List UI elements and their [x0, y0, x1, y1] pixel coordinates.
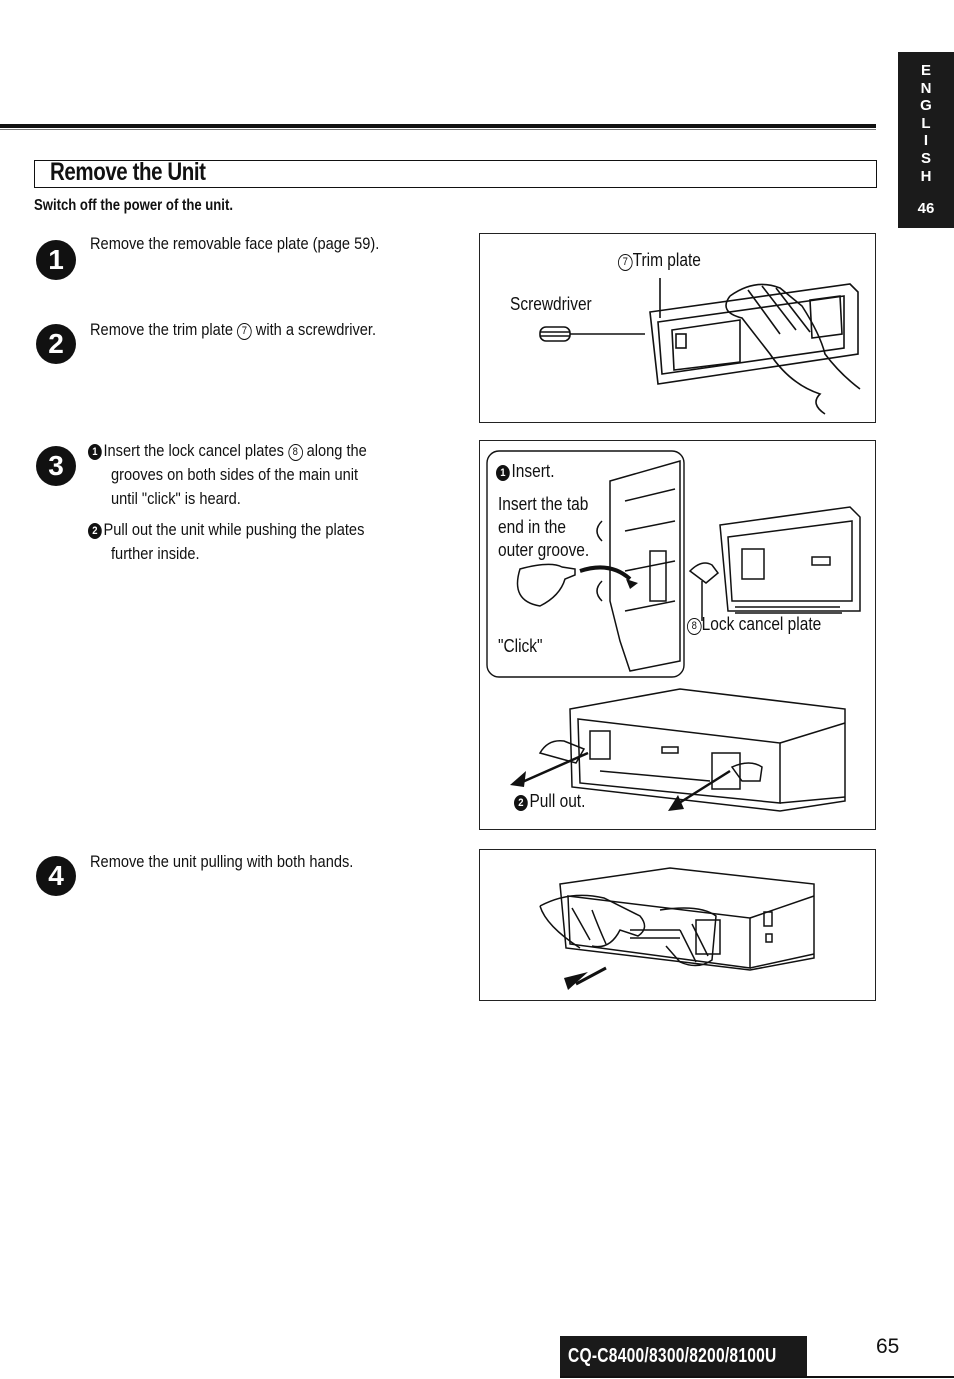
model-number: CQ-C8400/8300/8200/8100U: [568, 1345, 777, 1367]
bullet-1-fig-icon: 1: [496, 465, 510, 481]
bullet-1-icon: 1: [88, 444, 102, 460]
page-title: Remove the Unit: [50, 158, 206, 186]
top-rule: [0, 124, 876, 128]
step-2-text: Remove the trim plate 7 with a screwdriv…: [90, 320, 377, 340]
screwdriver-label: Screwdriver: [510, 294, 592, 314]
step-3b-line2: further inside.: [111, 544, 200, 563]
step-4-text: Remove the unit pulling with both hands.: [90, 852, 354, 871]
ref-8-label-icon: 8: [687, 618, 702, 635]
step-number-3: 3: [36, 446, 76, 486]
model-bar: [560, 1336, 807, 1376]
language-tab-letters: E N G L I S H: [920, 62, 932, 185]
language-tab-page: 46: [917, 200, 935, 217]
subheading: Switch off the power of the unit.: [34, 197, 233, 214]
bullet-2-fig-icon: 2: [514, 795, 528, 811]
bottom-rule: [560, 1376, 954, 1378]
trim-plate-illustration: [539, 278, 861, 415]
title-box: [34, 160, 877, 188]
step-number-4: 4: [36, 856, 76, 896]
lock-cancel-illustration: [486, 450, 861, 812]
language-tab: E N G L I S H 46: [898, 52, 954, 228]
ref-7-label-icon: 7: [618, 254, 633, 271]
insert-note-line3: outer groove.: [498, 540, 590, 560]
ref-8-icon: 8: [287, 444, 303, 461]
figure-remove-unit: [479, 849, 876, 1001]
step-number-2: 2: [36, 324, 76, 364]
bullet-2-icon: 2: [88, 523, 102, 539]
click-label: "Click": [498, 636, 543, 656]
insert-note-line1: Insert the tab: [498, 494, 589, 514]
top-rule-thin: [0, 129, 876, 130]
ref-7-icon: 7: [237, 323, 252, 340]
step-1-text: Remove the removable face plate (page 59…: [90, 234, 380, 253]
page-number: 65: [876, 1335, 900, 1358]
step-3a-line2: grooves on both sides of the main unit: [111, 465, 359, 484]
step-number-1: 1: [36, 240, 76, 280]
remove-unit-illustration: [539, 867, 815, 990]
insert-note-line2: end in the: [498, 517, 567, 537]
step-3a-line3: until "click" is heard.: [111, 489, 241, 508]
